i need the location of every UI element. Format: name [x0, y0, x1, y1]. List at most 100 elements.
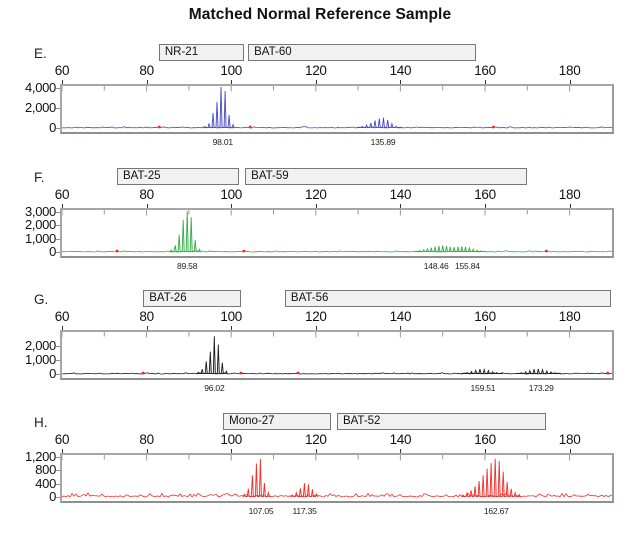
peak-cluster-trace — [242, 458, 271, 498]
x-tick-mark — [146, 326, 148, 330]
y-tick-dash — [56, 238, 60, 240]
x-tick-label: 180 — [558, 63, 581, 78]
x-tick-mark — [231, 449, 233, 453]
x-tick-label: 120 — [304, 432, 327, 447]
x-tick-mark — [62, 326, 63, 330]
peak-cluster-trace — [515, 368, 562, 375]
x-tick-mark — [485, 80, 486, 84]
y-tick-dash — [56, 88, 60, 89]
x-tick-mark — [315, 326, 317, 330]
trace-svg — [62, 332, 612, 375]
size-marker-dot — [115, 249, 119, 253]
y-tick-label: 1,000 — [24, 351, 56, 367]
peak-size-label: 155.84 — [454, 261, 480, 271]
y-tick-label: 4,000 — [24, 80, 56, 95]
x-tick-mark — [146, 449, 148, 453]
x-tick-mark — [485, 326, 486, 330]
plot-minor-ticks — [62, 86, 571, 92]
size-marker-dot — [239, 371, 243, 375]
panel-label: E. — [34, 46, 47, 61]
x-tick-label: 160 — [474, 187, 496, 202]
x-tick-label: 100 — [220, 309, 242, 324]
y-tick-label: 2,000 — [24, 217, 56, 233]
x-tick-mark — [569, 204, 571, 208]
y-tick-label: 3,000 — [24, 204, 56, 219]
marker-range-box: BAT-60 — [248, 44, 476, 61]
y-tick-dash — [56, 108, 60, 109]
x-tick-label: 60 — [54, 187, 70, 202]
plot-minor-ticks — [62, 332, 571, 338]
x-tick-label: 100 — [220, 432, 242, 447]
trace-svg — [62, 455, 612, 498]
x-tick-label: 160 — [474, 432, 496, 447]
plot-area — [60, 84, 614, 134]
marker-range-box: BAT-59 — [245, 168, 528, 185]
panel-label: F. — [34, 170, 45, 185]
peak-cluster-trace — [461, 458, 522, 498]
size-marker-dot — [141, 371, 145, 375]
peak-size-label: 89.58 — [176, 261, 198, 271]
x-tick-label: 140 — [389, 432, 412, 447]
y-tick-dash — [56, 345, 60, 347]
x-tick-mark — [146, 204, 148, 208]
y-tick-dash — [56, 497, 60, 498]
y-tick-label: 400 — [35, 475, 56, 491]
x-tick-mark — [400, 80, 402, 84]
x-tick-label: 140 — [389, 63, 412, 78]
peak-size-label: 135.89 — [370, 137, 396, 147]
x-tick-mark — [485, 204, 486, 208]
trace-svg — [62, 210, 612, 253]
y-tick-label: 0 — [49, 120, 56, 135]
figure-title: Matched Normal Reference Sample — [188, 6, 452, 23]
x-tick-mark — [231, 80, 233, 84]
y-tick-label: 0 — [49, 366, 56, 381]
y-tick-dash — [56, 457, 60, 458]
y-tick-dash — [56, 128, 60, 129]
y-tick-dash — [56, 359, 60, 361]
x-tick-label: 60 — [54, 63, 70, 78]
plot-area — [60, 453, 614, 503]
x-tick-mark — [62, 80, 63, 84]
y-tick-label: 1,200 — [24, 449, 56, 464]
x-tick-mark — [569, 80, 571, 84]
size-marker-dot — [242, 249, 246, 253]
x-tick-mark — [569, 449, 571, 453]
peak-size-label: 107.05 — [248, 506, 274, 516]
size-marker-dot — [248, 125, 252, 129]
marker-range-box: BAT-26 — [143, 290, 242, 307]
x-tick-label: 160 — [474, 63, 496, 78]
x-tick-label: 120 — [304, 309, 327, 324]
peak-size-label: 173.29 — [528, 383, 554, 393]
x-tick-label: 80 — [139, 187, 154, 202]
y-tick-dash — [56, 225, 60, 227]
y-tick-dash — [56, 470, 60, 472]
peak-size-label: 148.46 — [423, 261, 449, 271]
peak-cluster-trace — [356, 117, 403, 129]
peak-cluster-trace — [196, 336, 229, 375]
y-tick-dash — [56, 252, 60, 253]
plot-minor-ticks — [62, 210, 571, 216]
x-tick-label: 60 — [54, 432, 70, 447]
x-tick-label: 160 — [474, 309, 496, 324]
marker-range-box: BAT-52 — [336, 413, 547, 430]
x-tick-mark — [400, 326, 402, 330]
plot-area — [60, 330, 614, 380]
baseline-trace — [62, 492, 612, 498]
x-tick-mark — [146, 80, 148, 84]
x-tick-label: 120 — [304, 63, 327, 78]
marker-range-box: NR-21 — [158, 44, 245, 61]
baseline-trace — [62, 126, 612, 129]
x-tick-label: 180 — [558, 187, 581, 202]
plot-area — [60, 208, 614, 258]
size-marker-dot — [606, 371, 610, 375]
y-tick-label: 0 — [49, 244, 56, 259]
x-tick-mark — [400, 449, 402, 453]
y-tick-label: 1,000 — [24, 230, 56, 246]
y-tick-dash — [56, 483, 60, 485]
y-tick-label: 800 — [35, 462, 56, 478]
x-tick-label: 80 — [139, 432, 154, 447]
